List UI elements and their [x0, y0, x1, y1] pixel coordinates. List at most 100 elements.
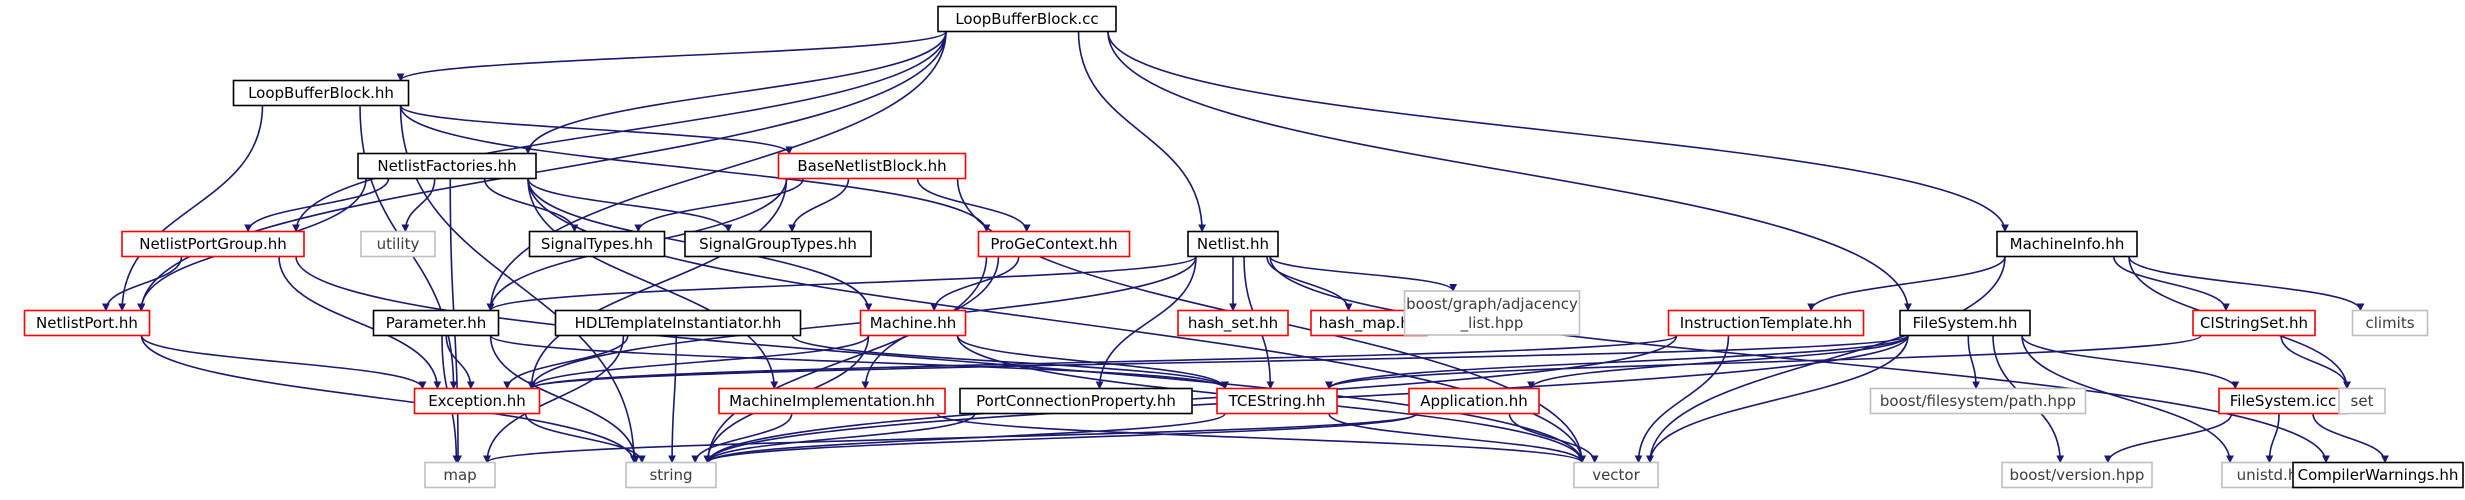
node-label: Exception.hh — [428, 392, 526, 410]
edge-parameter-hh-to-string — [489, 335, 640, 464]
edge-netlistfactories-hh-to-signaltypes-hh — [483, 178, 579, 233]
edge-netlistfactories-hh-to-netlistportgroup-hh — [244, 178, 390, 233]
node-parameter-hh[interactable]: Parameter.hh — [372, 309, 500, 337]
node-portconnectionproperty-hh[interactable]: PortConnectionProperty.hh — [959, 387, 1193, 415]
node-boost-filesystem: boost/filesystem/path.hpp — [1869, 387, 2087, 415]
node-box — [23, 309, 151, 337]
edge-netlist-hh-to-parameter-hh — [486, 255, 1197, 312]
node-machineimplementation-hh[interactable]: MachineImplementation.hh — [718, 387, 946, 415]
edge-netlistfactories-hh-to-machineimplementation-hh — [527, 178, 779, 390]
node-machineinfo-hh[interactable]: MachineInfo.hh — [1996, 230, 2138, 258]
edge-tcestring-hh-to-vector — [1328, 413, 1586, 464]
node-box — [1869, 387, 2087, 415]
node-netlistfactories-hh[interactable]: NetlistFactories.hh — [357, 152, 537, 180]
node-exception-hh[interactable]: Exception.hh — [413, 387, 541, 415]
node-box — [1187, 230, 1279, 258]
edge-filesystem-hh-to-tcestring-hh — [1325, 334, 1909, 390]
node-filesystem-icc[interactable]: FileSystem.icc — [2218, 387, 2348, 415]
edge-machineinfo-hh-to-climits — [2128, 256, 2365, 312]
node-instructiontemplate-hh[interactable]: InstructionTemplate.hh — [1667, 309, 1865, 337]
node-filesystem-hh[interactable]: FileSystem.hh — [1899, 309, 2031, 337]
node-label: SignalTypes.hh — [541, 235, 653, 253]
node-box — [1177, 309, 1289, 337]
node-hash-set-hh[interactable]: hash_set.hh — [1177, 309, 1289, 337]
edge-hdltemplateinstantiator-hh-to-tcestring-hh — [791, 335, 1229, 390]
node-box — [360, 230, 436, 258]
node-loopbufferblock-cc[interactable]: LoopBufferBlock.cc — [937, 5, 1117, 33]
node-box — [977, 230, 1131, 258]
node-label: MachineImplementation.hh — [729, 392, 935, 410]
edge-progecontext-hh-to-string — [704, 256, 988, 464]
node-box — [357, 152, 537, 180]
node-progecontext-hh[interactable]: ProGeContext.hh — [977, 230, 1131, 258]
node-label: ProGeContext.hh — [990, 235, 1117, 253]
node-label: SignalGroupTypes.hh — [699, 235, 857, 253]
node-set: set — [2338, 387, 2386, 415]
node-signalgrouptypes-hh[interactable]: SignalGroupTypes.hh — [684, 230, 872, 258]
node-box — [1573, 461, 1659, 489]
edge-portconnectionproperty-hh-to-string — [704, 413, 976, 464]
node-string: string — [625, 461, 717, 489]
node-label: LoopBufferBlock.hh — [248, 84, 394, 102]
edge-netlist-hh-to-portconnectionproperty-hh — [1095, 256, 1197, 390]
node-box — [718, 387, 946, 415]
edge-instructiontemplate-hh-to-exception-hh — [527, 334, 1678, 390]
edge-loopbufferblock-hh-to-basenetlistblock-hh — [399, 104, 794, 155]
node-box — [2338, 387, 2386, 415]
node-climits: climits — [2351, 309, 2429, 337]
node-signaltypes-hh[interactable]: SignalTypes.hh — [528, 230, 666, 258]
node-box — [777, 152, 967, 180]
node-machine-hh[interactable]: Machine.hh — [859, 309, 967, 337]
edge-basenetlistblock-hh-to-signaltypes-hh — [634, 178, 805, 233]
node-basenetlistblock-hh[interactable]: BaseNetlistBlock.hh — [777, 152, 967, 180]
node-label: BaseNetlistBlock.hh — [797, 157, 946, 175]
node-box — [413, 387, 541, 415]
node-label: vector — [1592, 466, 1640, 484]
edge-netlist-hh-to-compilerwarnings-hh — [1269, 256, 2330, 464]
edge-hdltemplateinstantiator-hh-to-string — [668, 335, 678, 464]
node-netlistportgroup-hh[interactable]: NetlistPortGroup.hh — [121, 230, 305, 258]
node-label: PortConnectionProperty.hh — [976, 392, 1176, 410]
edge-filesystem-icc-to-compilerwarnings-hh — [2312, 413, 2389, 464]
node-box — [2192, 309, 2316, 337]
edge-machineimplementation-hh-to-vector — [936, 412, 1586, 464]
node-utility: utility — [360, 230, 436, 258]
edge-netlist-hh-to-boost-graph — [1269, 256, 1458, 292]
edge-basenetlistblock-hh-to-progecontext-hh — [916, 178, 1031, 233]
edge-machineinfo-hh-to-cistringset-hh — [2112, 256, 2230, 312]
node-label: set — [2351, 392, 2374, 410]
node-label: HDLTemplateInstantiator.hh — [575, 314, 782, 332]
node-box — [554, 309, 802, 337]
node-label: utility — [377, 235, 420, 253]
node-boost-version: boost/version.hpp — [2001, 461, 2153, 489]
node-hdltemplateinstantiator-hh[interactable]: HDLTemplateInstantiator.hh — [554, 309, 802, 337]
edge-hdltemplateinstantiator-hh-to-map — [483, 335, 625, 464]
edge-netlistportgroup-hh-to-netlistport-hh — [101, 256, 183, 312]
node-loopbufferblock-hh[interactable]: LoopBufferBlock.hh — [232, 79, 410, 107]
node-label: Application.hh — [1420, 392, 1528, 410]
node-box — [2292, 461, 2464, 489]
edge-filesystem-hh-to-unistd-h — [2021, 335, 2234, 464]
node-label: InstructionTemplate.hh — [1680, 314, 1853, 332]
node-label: CIStringSet.hh — [2200, 314, 2308, 332]
node-netlist-hh[interactable]: Netlist.hh — [1187, 230, 1279, 258]
node-netlistport-hh[interactable]: NetlistPort.hh — [23, 309, 151, 337]
edge-instructiontemplate-hh-to-vector — [1634, 335, 1730, 464]
node-box — [684, 230, 872, 258]
node-label: CompilerWarnings.hh — [2298, 466, 2459, 484]
node-box — [372, 309, 500, 337]
node-label: _list.hpp — [1460, 314, 1524, 333]
edge-netlist-hh-to-hash-map-hh — [1266, 256, 1353, 312]
node-cistringset-hh[interactable]: CIStringSet.hh — [2192, 309, 2316, 337]
node-application-hh[interactable]: Application.hh — [1408, 387, 1540, 415]
edge-filesystem-hh-to-filesystem-icc — [2021, 335, 2240, 390]
edge-filesystem-hh-to-boost-filesystem — [1967, 335, 1981, 390]
edge-netlistport-hh-to-string — [140, 335, 638, 464]
edge-application-hh-to-vector — [1508, 413, 1599, 464]
node-label: boost/version.hpp — [2010, 466, 2145, 484]
node-compilerwarnings-hh[interactable]: CompilerWarnings.hh — [2292, 461, 2464, 489]
node-tcestring-hh[interactable]: TCEString.hh — [1216, 387, 1338, 415]
edge-parameter-hh-to-exception-hh — [445, 335, 475, 390]
edge-exception-hh-to-string — [524, 413, 646, 464]
